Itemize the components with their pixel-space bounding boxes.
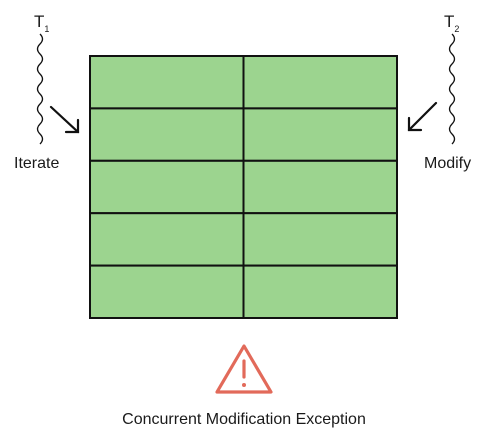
thread-1: T1 Iterate [14, 12, 80, 172]
collection-cell [242, 55, 398, 110]
thread-1-wavy-line [36, 33, 44, 145]
warning-triangle-icon [215, 344, 273, 394]
collection-cell [89, 159, 245, 215]
collection-cell [242, 107, 398, 162]
thread-2-wavy-line [448, 33, 456, 145]
collection-cell [242, 159, 398, 215]
thread-2-action: Modify [424, 155, 471, 172]
thread-2: T2 Modify [407, 12, 471, 172]
thread-2-arrow-icon [407, 101, 438, 132]
thread-1-arrow-icon [49, 105, 80, 134]
collection-grid [89, 55, 398, 320]
exception-caption: Concurrent Modification Exception [122, 411, 366, 428]
collection-cell [89, 212, 245, 267]
thread-2-label: T2 [444, 12, 459, 34]
collection-cell [89, 264, 245, 320]
collection-cell [89, 107, 245, 162]
collection-cell [242, 264, 398, 320]
collection-cell [242, 212, 398, 267]
collection-cell [89, 55, 245, 110]
thread-1-label: T1 [34, 12, 49, 34]
thread-1-action: Iterate [14, 155, 59, 172]
